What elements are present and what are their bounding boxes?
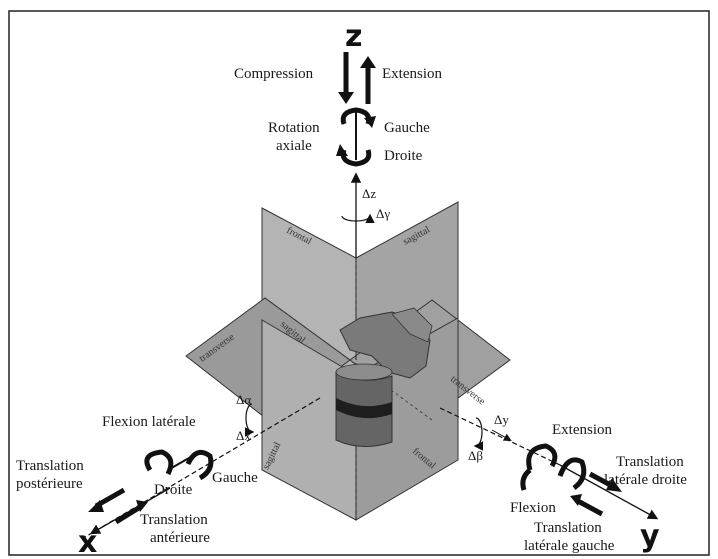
y-axis-label: y <box>640 519 660 554</box>
x-rotation-arrow-small <box>244 403 255 437</box>
label-delta-gamma: Δγ <box>376 206 390 221</box>
y-axis-dashed <box>439 407 561 466</box>
plane-intersection-diagonal <box>264 297 433 421</box>
extension-arrow-y <box>526 443 558 471</box>
label-extension-z: Extension <box>382 66 442 82</box>
z-rotation-arrow-small <box>341 213 375 224</box>
label-translation-droite-1: Translation <box>616 454 684 470</box>
vertebra-illustration <box>335 307 433 447</box>
label-translation-posterieure-2: postérieure <box>16 476 83 492</box>
translation-anterieure-arrow <box>114 503 144 525</box>
x-axis-group <box>79 397 321 541</box>
label-delta-y: Δy <box>494 412 509 427</box>
label-droite-x: Droite <box>154 482 193 498</box>
label-axiale: axiale <box>276 138 312 154</box>
label-extension-y: Extension <box>552 422 612 438</box>
vertebra-endplate <box>335 363 393 381</box>
label-flexion-y: Flexion <box>510 500 556 516</box>
label-translation-anterieure-1: Translation <box>140 512 208 528</box>
label-delta-x: Δx <box>236 428 251 443</box>
flexion-arrow-y <box>557 457 587 491</box>
label-translation-gauche-2: latérale gauche <box>524 538 615 554</box>
y-axis-line <box>559 464 659 520</box>
label-translation-droite-2: latérale droite <box>604 472 687 488</box>
label-droite-z: Droite <box>384 148 423 164</box>
x-axis-label: x <box>78 525 97 559</box>
label-gauche-z: Gauche <box>384 120 430 136</box>
label-translation-anterieure-2: antérieure <box>150 530 210 546</box>
z-axis-group <box>336 52 376 258</box>
label-translation-posterieure-1: Translation <box>16 458 84 474</box>
z-axis-label: z <box>345 19 362 54</box>
label-delta-z: Δz <box>362 186 376 201</box>
label-gauche-x: Gauche <box>212 470 258 486</box>
vertebra-process <box>391 307 433 343</box>
label-translation-gauche-1: Translation <box>534 520 602 536</box>
lateral-flexion-droite-arrow <box>144 449 174 476</box>
y-rotation-arrow-small <box>473 417 484 451</box>
label-delta-beta: Δβ <box>468 448 483 463</box>
label-delta-alpha: Δα <box>236 392 251 407</box>
label-flexion-laterale: Flexion latérale <box>102 414 196 430</box>
rotation-droite-arrow <box>340 149 372 167</box>
translation-laterale-gauche-arrow <box>574 497 604 517</box>
y-axis-group <box>439 407 659 520</box>
label-compression: Compression <box>234 66 314 82</box>
label-rotation: Rotation <box>268 120 320 136</box>
intervertebral-disc <box>336 398 392 419</box>
